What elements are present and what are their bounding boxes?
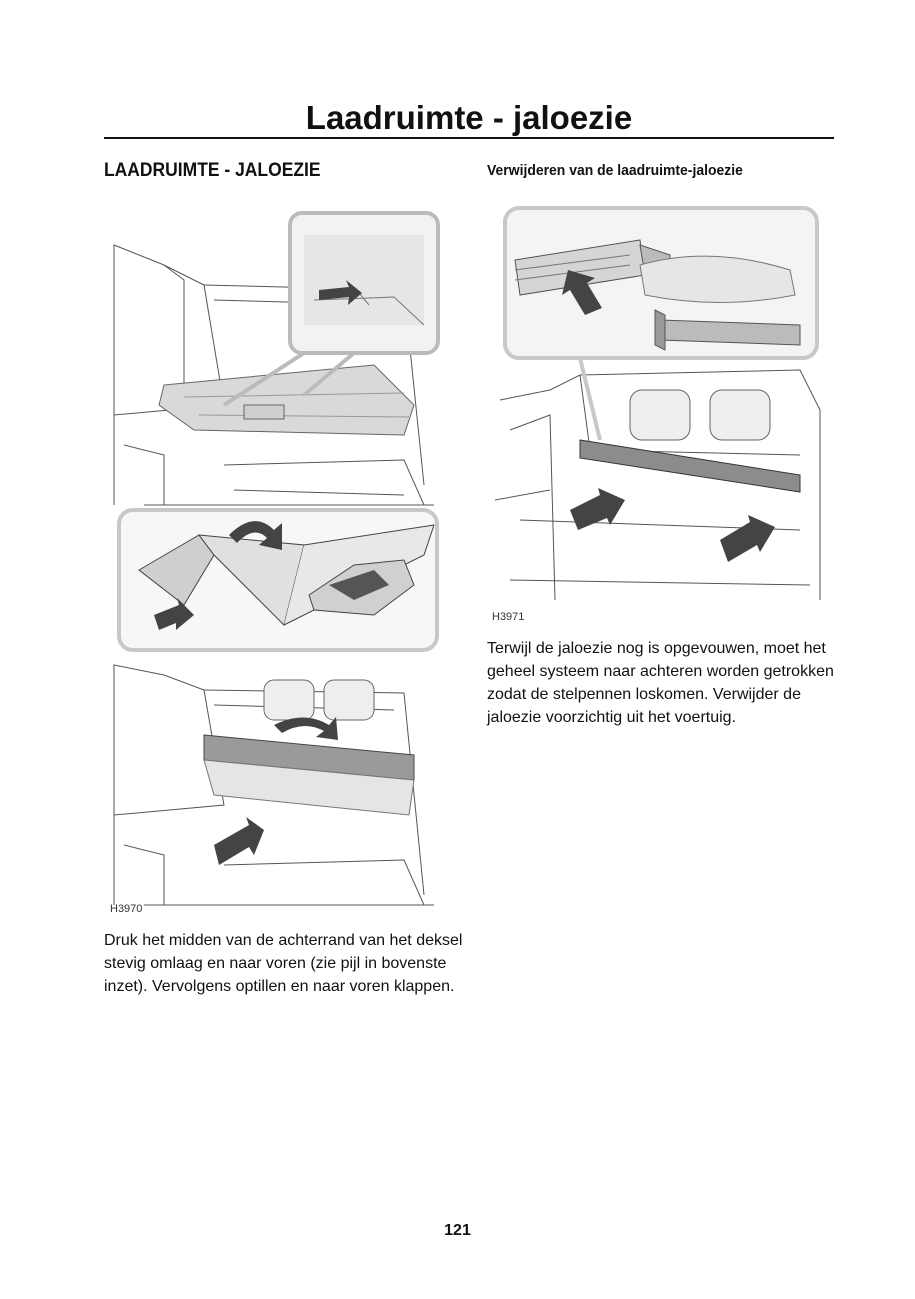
flip-arrow-icon (274, 717, 338, 740)
pull-arrow-icon (570, 488, 625, 530)
illustration-cargo-cover-fold (113, 211, 440, 906)
push-arrow-icon (319, 280, 362, 305)
body-text-left: Druk het midden van de achterrand van he… (104, 932, 463, 995)
illustration-cargo-cover-removal (494, 206, 821, 601)
rotate-arrow-icon (229, 521, 282, 550)
pull-arrow-icon (720, 515, 775, 562)
body-text-right: Terwijl de jaloezie nog is opgevouwen, m… (487, 640, 834, 726)
seat-icon (629, 389, 691, 441)
cargo-cover-panel (158, 364, 415, 436)
section-heading: LAADRUIMTE - JALOEZIE (104, 160, 321, 181)
seat-icon (263, 679, 315, 721)
roller-cover (579, 439, 801, 493)
figure-code-left: H3970 (110, 903, 143, 915)
title-rule (104, 137, 834, 139)
page-number: 121 (444, 1222, 471, 1239)
figure-code-right: H3971 (492, 611, 525, 623)
insert-arrow-icon (562, 270, 602, 315)
sub-heading: Verwijderen van de laadruimte-jaloezie (487, 162, 743, 179)
forward-arrow-icon (214, 817, 264, 865)
page-title: Laadruimte - jaloezie (305, 99, 633, 136)
slide-arrow-icon (154, 598, 194, 630)
